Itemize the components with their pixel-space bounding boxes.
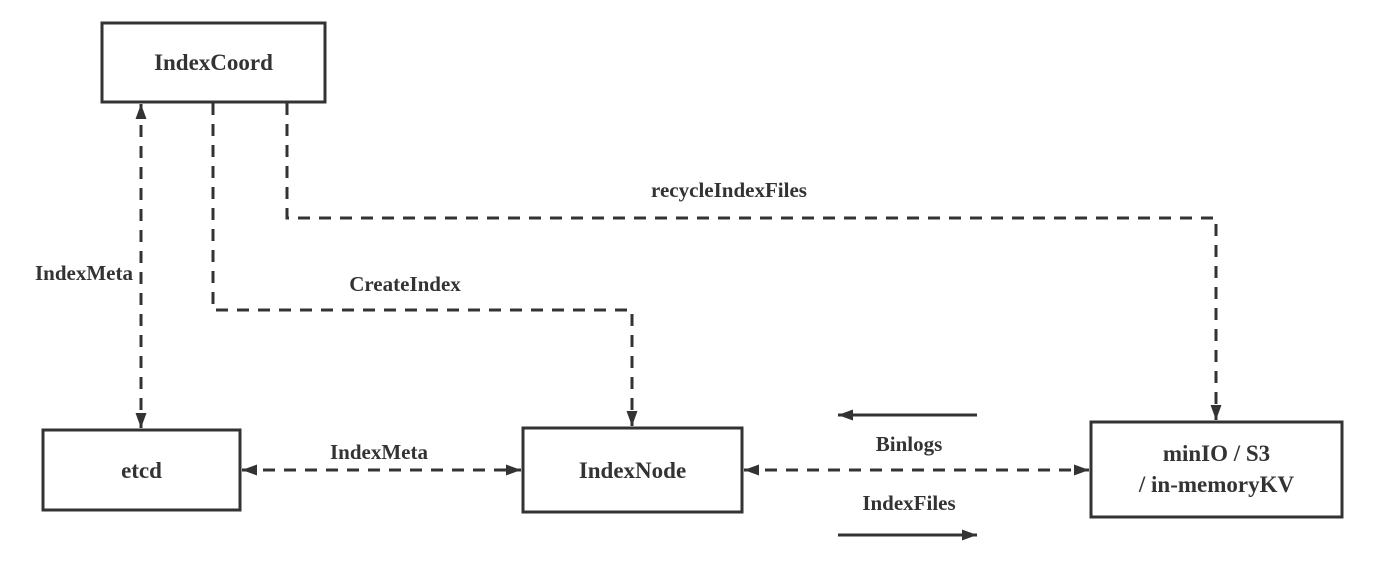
node-indexnode-label: IndexNode <box>579 458 686 483</box>
node-storage <box>1089 420 1344 519</box>
edge-label-indexfiles: IndexFiles <box>862 491 955 515</box>
node-storage-label-line2: / in-memoryKV <box>1138 472 1295 497</box>
node-etcd <box>41 428 242 512</box>
edge-recycleindexfiles <box>285 103 1222 420</box>
edge-label-createindex: CreateIndex <box>349 272 461 296</box>
edge-createindex <box>211 103 638 426</box>
edge-label-indexmeta-horizontal: IndexMeta <box>330 440 428 464</box>
node-etcd-label: etcd <box>121 458 162 483</box>
node-storage-label-line1: minIO / S3 <box>1163 441 1270 466</box>
edge-label-recycleindexfiles: recycleIndexFiles <box>651 178 807 202</box>
node-indexnode <box>521 426 744 514</box>
edge-label-indexmeta-vertical: IndexMeta <box>35 261 133 285</box>
edge-label-binlogs: Binlogs <box>876 432 943 456</box>
node-indexcoord <box>100 21 327 104</box>
node-indexcoord-label: IndexCoord <box>154 50 273 75</box>
